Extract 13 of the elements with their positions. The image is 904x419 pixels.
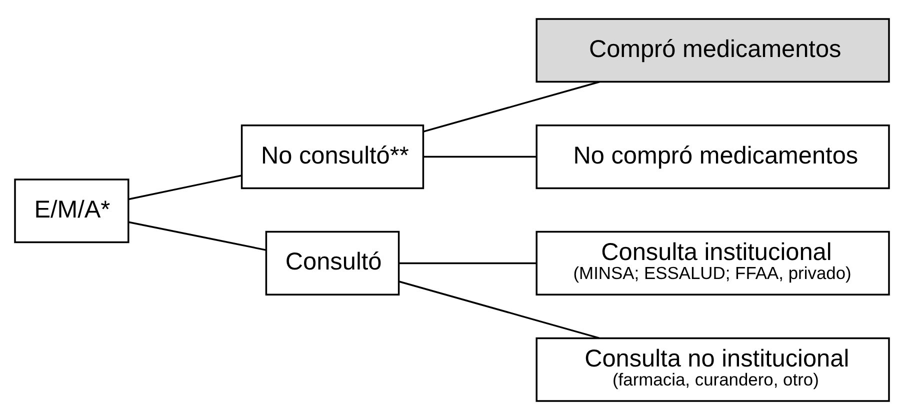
- node-box: Compró medicamentos: [536, 18, 890, 82]
- connector: [399, 262, 536, 264]
- connector: [423, 80, 600, 132]
- connector: [398, 280, 600, 338]
- connector: [424, 155, 537, 158]
- node-box: Consulta no institucional (farmacia, curandero, otro): [536, 336, 890, 402]
- node-box: Consultó: [265, 230, 400, 295]
- node-box: No consultó**: [240, 124, 424, 189]
- connector: [128, 220, 266, 250]
- connector: [128, 174, 242, 200]
- node-box: No compró medicamentos: [536, 124, 890, 189]
- node-box: E/M/A*: [14, 178, 130, 243]
- node-box: Consulta institucional (MINSA; ESSALUD; FFAA, privado): [536, 230, 890, 295]
